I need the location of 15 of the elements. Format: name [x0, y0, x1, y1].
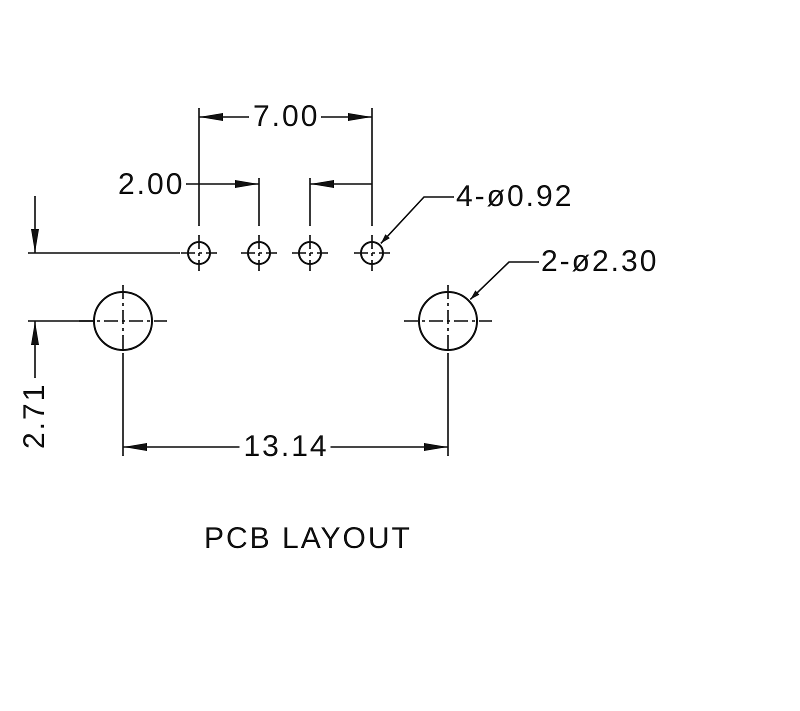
mounting-hole — [418, 291, 478, 351]
drawing-caption: PCB LAYOUT — [204, 522, 412, 556]
mounting-hole — [93, 291, 153, 351]
callout-label: 2-ø2.30 — [541, 245, 658, 279]
leader-line — [470, 261, 539, 300]
pin-hole — [247, 241, 271, 265]
dimension-label: 2.00 — [118, 168, 184, 202]
leader-line — [380, 196, 454, 244]
callout-label: 4-ø0.92 — [456, 180, 574, 214]
pin-hole — [298, 241, 322, 265]
pin-hole — [360, 241, 384, 265]
pin-hole — [187, 241, 211, 265]
dimension-label: 13.14 — [244, 430, 329, 464]
dimension-label: 7.00 — [253, 100, 320, 134]
dimension-label: 2.71 — [18, 382, 52, 449]
